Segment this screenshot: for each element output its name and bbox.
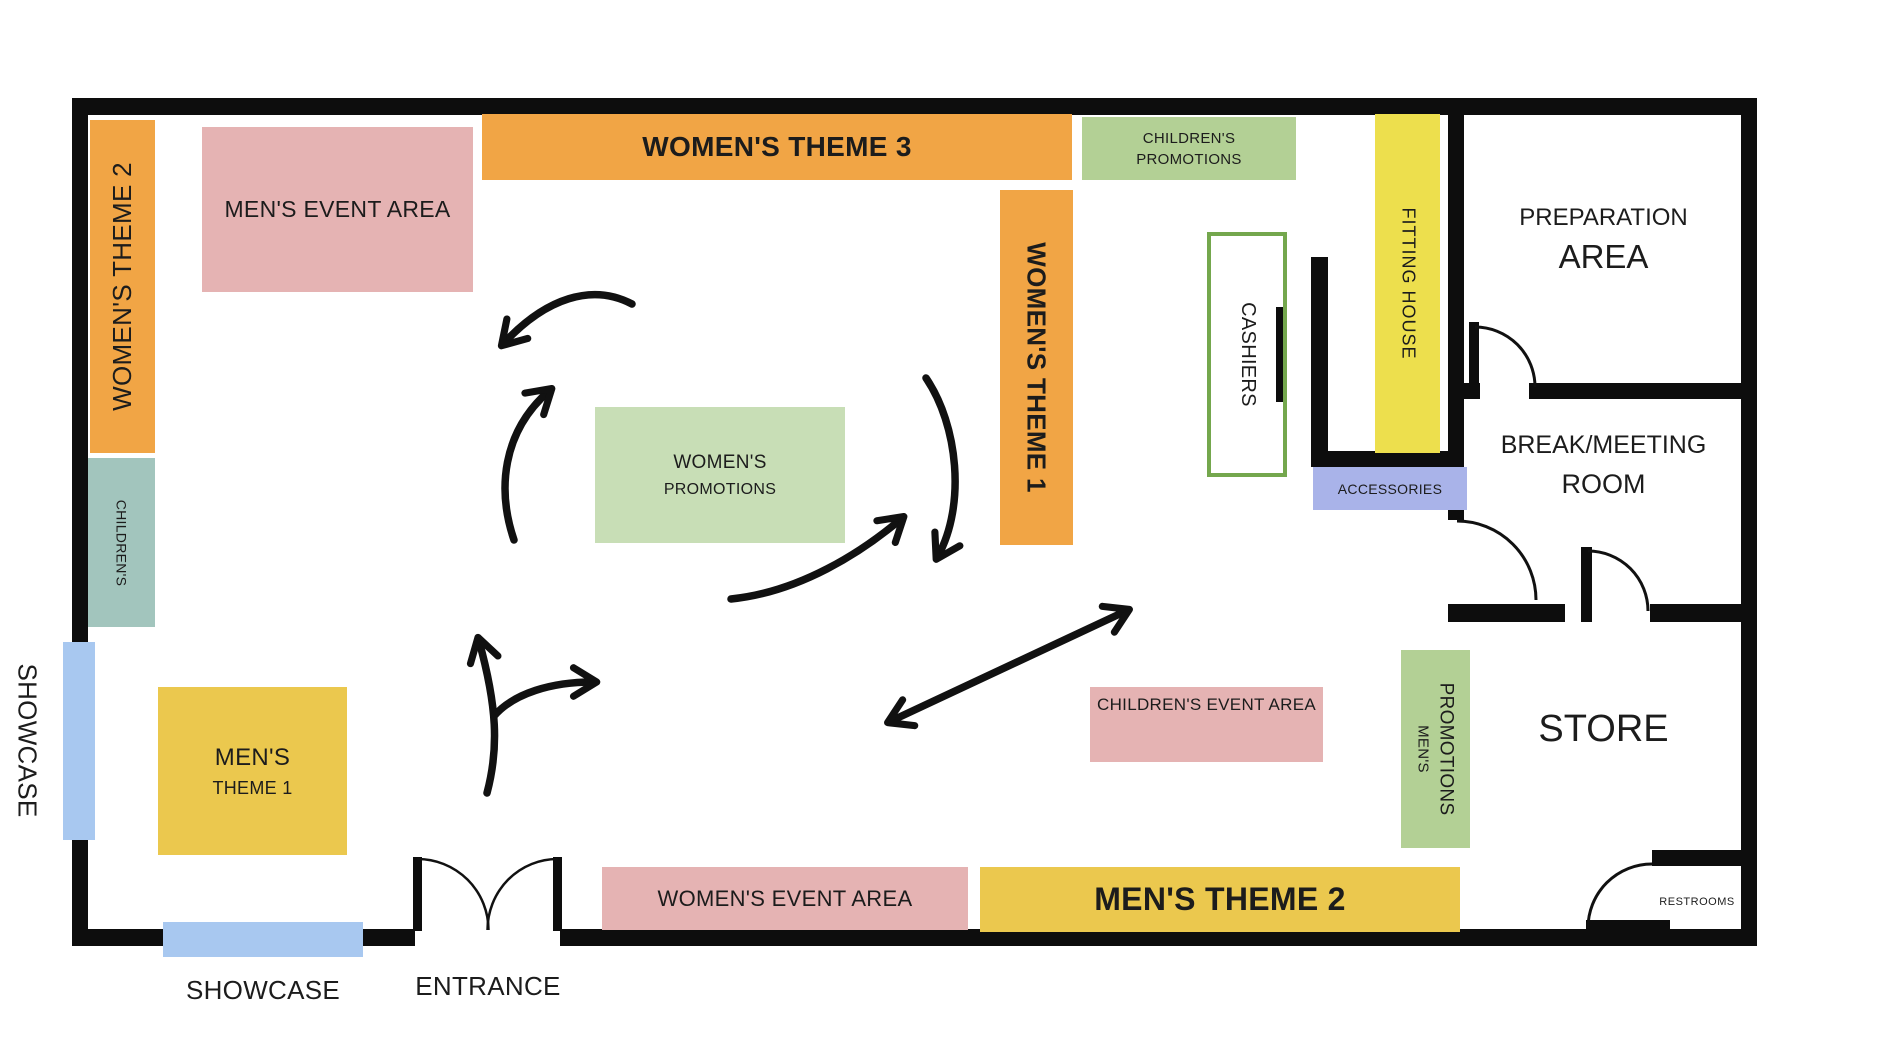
zone-childrens-promotions: CHILDREN'S PROMOTIONS (1082, 117, 1296, 180)
room-label-line1: BREAK/MEETING (1500, 430, 1707, 459)
room-label-line2: AREA (1558, 238, 1649, 275)
zone-label-line1: WOMEN'S (673, 451, 767, 473)
zone-cashiers: CASHIERS (1207, 232, 1287, 477)
wall-restroom-stub (1586, 920, 1670, 946)
door-arc-break-left (1456, 519, 1538, 601)
zone-womens-promotions: WOMEN'S PROMOTIONS (595, 407, 845, 543)
showcase-bottom-label: SHOWCASE (163, 972, 363, 1008)
zone-label: WOMEN'S THEME 3 (642, 131, 912, 162)
flow-arrow-center-ne (727, 513, 908, 603)
zone-childrens: CHILDREN'S (88, 458, 155, 627)
flow-arrow-fork-up (466, 633, 502, 797)
zone-label-line1: MEN'S (214, 743, 291, 771)
zone-womens-theme-1: WOMEN'S THEME 1 (1000, 190, 1073, 545)
zone-label: MEN'S EVENT AREA (224, 196, 451, 222)
zone-fitting-house: FITTING HOUSE (1375, 114, 1440, 453)
door-leaf-break-room (1581, 547, 1592, 622)
zone-label: WOMEN'S EVENT AREA (657, 885, 913, 911)
showcase-left-bar (63, 642, 95, 840)
wall-cashier-horizontal (1311, 451, 1464, 467)
room-label: RESTROOMS (1659, 896, 1735, 908)
flow-arrow-fork-right (490, 664, 601, 720)
door-leaf-preparation (1469, 322, 1479, 390)
zone-womens-theme-2: WOMEN'S THEME 2 (90, 120, 155, 453)
wall-right (1741, 98, 1757, 946)
zone-mens-theme-1: MEN'S THEME 1 (158, 687, 347, 855)
wall-bottom-right (560, 929, 1757, 946)
flow-arrow-left-up (501, 384, 556, 544)
zone-label: ACCESSORIES (1337, 480, 1443, 497)
wall-top (72, 98, 1757, 115)
zone-womens-theme-3: WOMEN'S THEME 3 (482, 114, 1072, 180)
room-store: STORE (1466, 702, 1741, 757)
door-arc-break-bottom (1587, 549, 1650, 612)
wall-break-bottom-b (1650, 604, 1741, 622)
room-preparation-area: PREPARATION AREA (1466, 190, 1741, 290)
flow-arrow-top (497, 290, 636, 350)
zone-accessories: ACCESSORIES (1313, 467, 1467, 510)
zone-label-line2: PROMOTIONS (1136, 150, 1242, 168)
wall-prep-bottom-b (1529, 383, 1741, 399)
zone-mens-theme-2: MEN'S THEME 2 (980, 867, 1460, 932)
zone-womens-event-area: WOMEN'S EVENT AREA (602, 867, 968, 930)
entrance-label: ENTRANCE (398, 968, 578, 1004)
zone-label-line1: CHILDREN'S (1142, 129, 1236, 147)
zone-label: CHILDREN'S EVENT AREA (1097, 695, 1316, 714)
zone-label: ENTRANCE (415, 970, 561, 1001)
room-label-line2: ROOM (1561, 468, 1646, 499)
zone-label-line2: PROMOTIONS (663, 480, 777, 498)
cashier-counter-line (1276, 307, 1283, 402)
zone-label-line2: THEME 1 (212, 777, 293, 798)
door-arc-entrance-left (417, 857, 490, 931)
wall-break-bottom-a (1448, 604, 1565, 622)
flow-arrow-double (884, 602, 1133, 730)
room-label-line1: PREPARATION (1519, 204, 1688, 231)
flow-arrow-right-down (922, 374, 964, 563)
door-arc-entrance-right (486, 857, 558, 931)
door-arc-restrooms (1586, 862, 1653, 929)
zone-label: MEN'S THEME 2 (1094, 881, 1346, 917)
wall-restroom-top (1652, 850, 1741, 866)
wall-cashier-vertical (1311, 257, 1328, 453)
showcase-bottom-bar (163, 922, 363, 957)
room-break-meeting: BREAK/MEETING ROOM (1466, 420, 1741, 510)
door-arc-preparation (1474, 325, 1537, 388)
room-restrooms: RESTROOMS (1652, 893, 1742, 911)
wall-right-column (1448, 98, 1464, 520)
door-jamb-entrance-left (413, 857, 422, 931)
zone-label: SHOWCASE (185, 974, 341, 1005)
zone-mens-promotions: PROMOTIONS MEN'S (1401, 650, 1470, 848)
zone-mens-event-area: MEN'S EVENT AREA (202, 127, 473, 292)
door-jamb-entrance-right (553, 857, 562, 931)
room-label: STORE (1538, 708, 1669, 750)
